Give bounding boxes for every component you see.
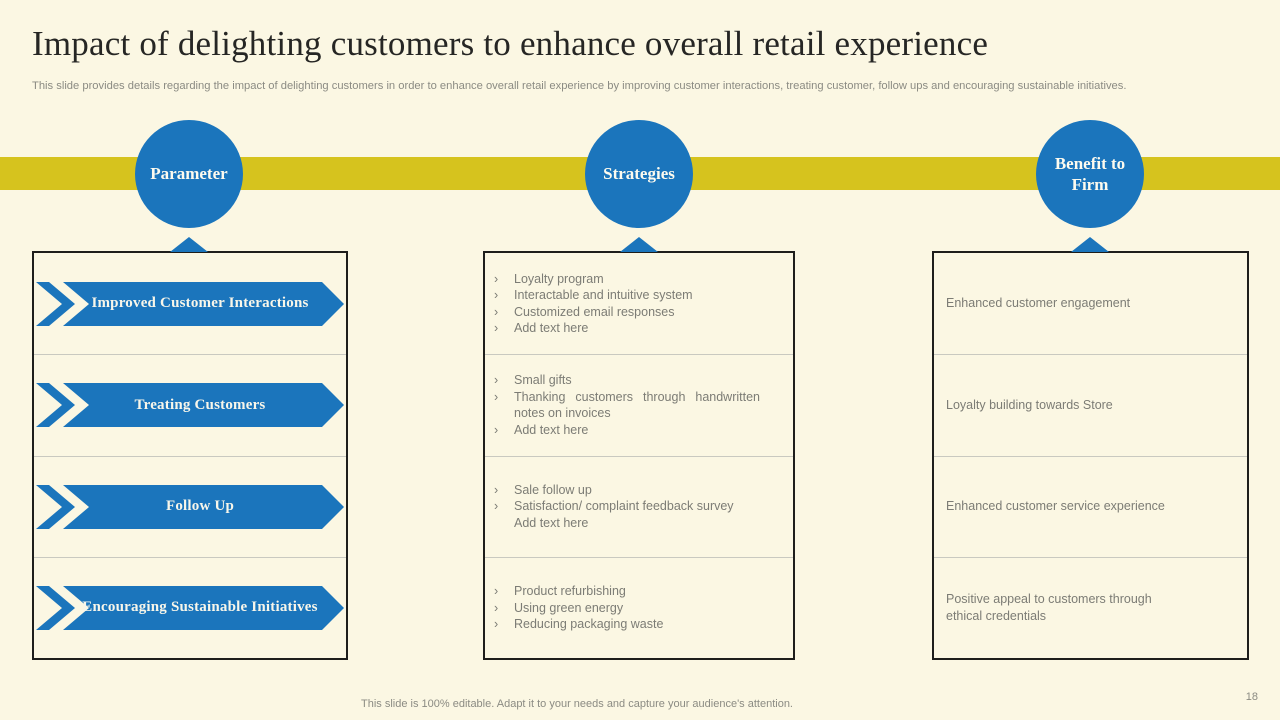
table-row: › Loyalty program › Interactable and intuit… [485,253,793,354]
bullet-list-item: › Loyalty program [494,271,787,288]
chevron-bullet-icon: › [494,288,499,303]
table-row: › Sale follow up › Satisfaction/ complaint … [485,455,793,557]
bullet-text: Product refurbishing [514,584,626,599]
bullet-list-item: › Small gifts [494,372,787,389]
chevron-bullet-icon: › [494,304,499,319]
table-row: Loyalty building towards Store [934,354,1247,455]
bullet-text: Thanking customers through handwritten n… [514,389,760,421]
arrow-banner-shape [36,383,344,428]
triangle-pointer-icon [620,237,658,252]
arrow-banner: Encouraging Sustainable Initiatives [36,585,344,630]
table-row: Positive appeal to customers through eth… [934,556,1247,658]
chevron-bullet-icon: › [494,482,499,497]
chevron-bullet-icon: › [494,617,499,632]
header-circle-label: Benefit to Firm [1054,153,1126,194]
bullet-text: Interactable and intuitive system [514,288,693,303]
footer-note: This slide is 100% editable. Adapt it to… [361,698,793,710]
header-circle-parameter: Parameter [135,120,243,228]
arrow-banner: Treating Customers [36,383,344,428]
bullet-list-item: › Add text here [494,422,787,439]
bullet-text: Add text here [514,321,589,336]
bullet-list-item: › Using green energy [494,600,787,617]
chevron-bullet-icon: › [494,600,499,615]
arrow-banner: Follow Up [36,484,344,529]
chevron-bullet-icon: › [494,389,499,404]
header-circle-benefit-to-firm: Benefit to Firm [1036,120,1144,228]
arrow-banner-label: Treating Customers [134,396,266,413]
bullet-list-item: › Reducing packaging waste [494,616,787,633]
chevron-bullet-icon: › [494,271,499,286]
header-circle-label: Strategies [603,164,675,184]
table-row: › Product refurbishing › Using green energy… [485,556,793,658]
arrow-banner-shape [36,585,344,630]
chevron-bullet-icon: › [494,584,499,599]
arrow-banner-shape [36,484,344,529]
strategies-box: › Loyalty program › Interactable and intuit… [483,251,795,660]
arrow-banner: Improved Customer Interactions [36,281,344,326]
table-row: Enhanced customer service experience [934,455,1247,557]
table-row: › Small gifts › Thanking customers through … [485,354,793,455]
chevron-bullet-icon: › [494,373,499,388]
chevron-bullet-icon: › [494,499,499,514]
page-title: Impact of delighting customers to enhanc… [32,24,989,63]
bullet-text: Reducing packaging waste [514,617,664,632]
chevron-bullet-icon: › [494,321,499,336]
triangle-pointer-icon [170,237,208,252]
bullet-text: Using green energy [514,600,624,615]
slide-subtitle: This slide provides details regarding th… [32,80,1127,92]
bullet-text: Small gifts [514,373,572,388]
arrow-banner-label: Encouraging Sustainable Initiatives [82,599,318,616]
table-row: Improved Customer Interactions [34,253,346,354]
bullet-list-item: › Thanking customers through handwritten … [494,389,787,422]
benefit-text: Enhanced customer service experience [946,499,1165,514]
chevron-bullet-icon: › [494,422,499,437]
arrow-banner-label: Improved Customer Interactions [91,295,309,312]
header-circle-strategies: Strategies [585,120,693,228]
arrow-banner-shape [36,281,344,326]
benefit-text: Enhanced customer engagement [946,296,1131,311]
table-row: Encouraging Sustainable Initiatives [34,556,346,658]
benefit-text: Positive appeal to customers through eth… [946,592,1152,623]
table-row: Treating Customers [34,354,346,455]
bullet-list-item: › Product refurbishing [494,583,787,600]
bullet-list-item: › Sale follow up [494,482,787,499]
bullet-text: Loyalty program [514,271,604,286]
bullet-text: Customized email responses [514,304,675,319]
bullet-list-item: › Satisfaction/ complaint feedback survey… [494,498,787,531]
table-row: Follow Up [34,455,346,557]
bullet-text: Sale follow up [514,482,592,497]
page-number: 18 [1245,691,1258,703]
bullet-text: Add text here [514,422,589,437]
bullet-list-item: › Add text here [494,320,787,337]
bullet-list-item: › Customized email responses [494,304,787,321]
benefit-text: Loyalty building towards Store [946,398,1113,413]
header-circle-label: Parameter [150,164,228,184]
table-row: Enhanced customer engagement [934,253,1247,354]
triangle-pointer-icon [1071,237,1109,252]
arrow-banner-label: Follow Up [165,498,235,515]
bullet-list-item: › Interactable and intuitive system [494,287,787,304]
